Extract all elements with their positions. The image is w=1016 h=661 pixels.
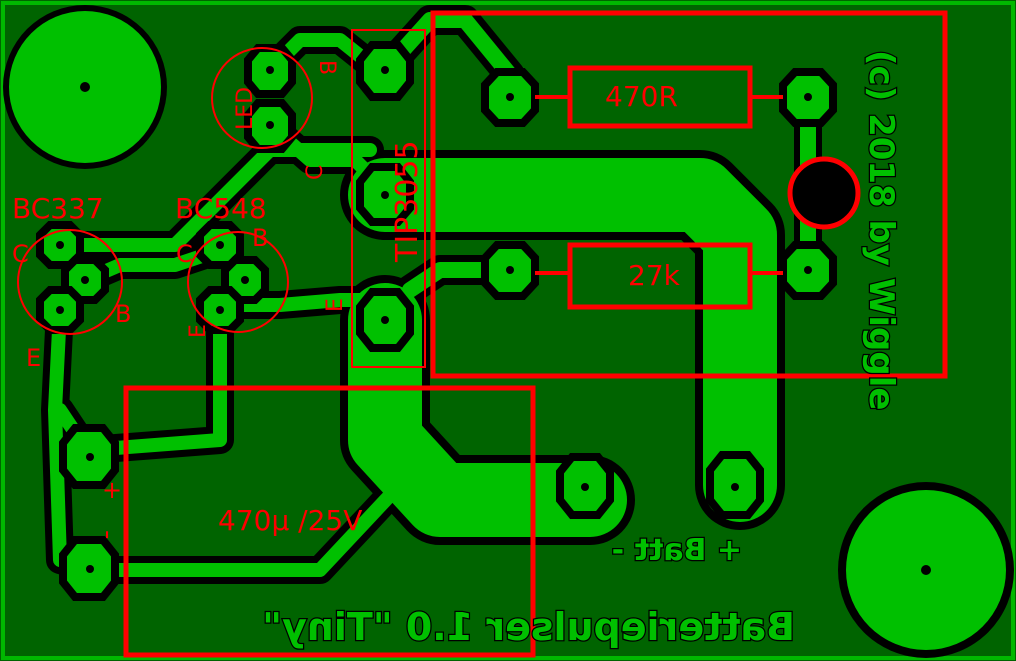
cap-pin-minus: - xyxy=(93,530,123,539)
mounting-hole-bottom-right xyxy=(838,482,1014,658)
pad-cap-plus xyxy=(59,424,119,489)
board-title: Batteriepulser 1.0 "Tiny" xyxy=(262,605,795,649)
tr1-pin-e: E xyxy=(26,344,41,372)
bottom-layer-text: Batteriepulser 1.0 "Tiny" + Batt - (c) 2… xyxy=(261,49,902,651)
tr2-pin-e: E xyxy=(186,324,211,338)
pad-batt-plus xyxy=(706,451,764,519)
tr1-pin-b: B xyxy=(115,300,131,328)
mounting-hole-top-left xyxy=(3,5,167,169)
led-label: LED xyxy=(233,87,258,130)
capacitor-outline xyxy=(123,385,536,658)
ic-pin-b: B xyxy=(314,60,339,75)
pad-cap-minus xyxy=(59,536,119,601)
pad-batt-minus xyxy=(556,453,614,519)
tr2-outline xyxy=(187,231,289,333)
ic-label: TIP3055 xyxy=(390,140,425,263)
tr2-label: BC548 xyxy=(175,192,267,225)
tr2-pin-b: B xyxy=(252,224,268,252)
cap-pin-plus: + xyxy=(102,476,122,504)
silkscreen-outlines xyxy=(17,10,948,658)
pad-r1-right xyxy=(779,68,837,127)
board-credit: (c) 2018 by Wiggle xyxy=(861,50,901,410)
pad-tr1-e xyxy=(36,286,84,334)
tr1-label: BC337 xyxy=(12,192,104,225)
ic-outline xyxy=(351,29,426,368)
pad-tr2-c xyxy=(196,221,244,269)
silkscreen-labels: BC337 BC548 470R 27k 470µ /25V TIP3055 L… xyxy=(12,60,681,539)
r2-body xyxy=(567,242,753,310)
heatsink-screw-hole xyxy=(787,156,861,230)
cap-value: 470µ /25V xyxy=(218,504,362,537)
pad-r1-left xyxy=(481,68,539,127)
ic-pin-c: C xyxy=(303,165,328,180)
pad-ic-b xyxy=(356,41,414,101)
ic-pin-e: E xyxy=(323,298,348,312)
pad-ic-e xyxy=(356,288,414,352)
pad-ic-c xyxy=(356,163,414,226)
pad-tr1-c xyxy=(36,221,84,269)
r2-value: 27k xyxy=(628,259,681,292)
pad-tr2-e xyxy=(196,286,244,334)
pads xyxy=(36,41,837,601)
tr2-pin-c: C xyxy=(176,240,193,268)
pad-r2-right xyxy=(779,241,837,300)
heatsink-outline xyxy=(430,10,948,379)
batt-label: + Batt - xyxy=(612,533,742,568)
tr1-outline xyxy=(17,229,123,335)
r1-value: 470R xyxy=(605,80,678,113)
led-outline xyxy=(211,47,313,149)
tr1-pin-c: C xyxy=(12,240,29,268)
pad-r2-left xyxy=(481,241,539,300)
